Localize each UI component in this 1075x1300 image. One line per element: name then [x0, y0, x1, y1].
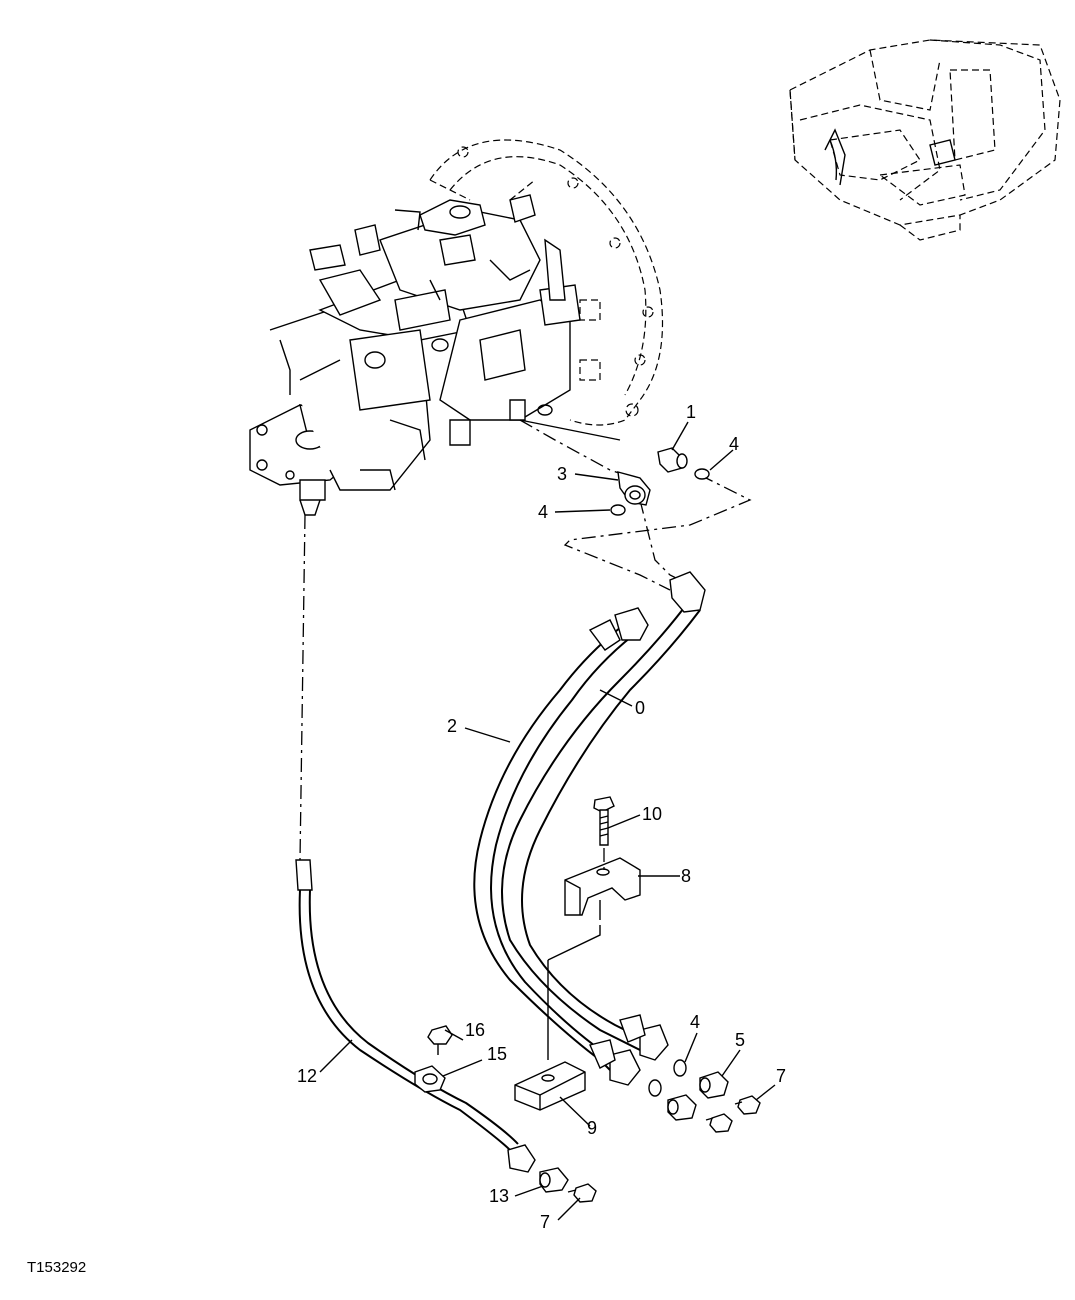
clip-screw: [427, 1025, 453, 1055]
callout-7: 7: [776, 1066, 786, 1086]
adapter-fitting: [657, 447, 688, 473]
hose-assembly: [473, 571, 706, 1086]
leader: [547, 925, 601, 961]
orifice-fitting: [539, 1167, 569, 1193]
o-ring: [648, 1079, 662, 1097]
callout-0: 0: [635, 698, 645, 718]
callout-15: 15: [487, 1044, 507, 1064]
clamp-bolt: [593, 796, 615, 870]
machine-locator-icon: [789, 39, 1061, 241]
callout-2: 2: [447, 716, 457, 736]
figure-id: T153292: [27, 1259, 86, 1276]
o-ring: [673, 1059, 687, 1077]
cap-screw: [734, 1095, 761, 1115]
callout-8: 8: [681, 866, 691, 886]
plug-fitting: [667, 1094, 697, 1121]
hose-clip: [414, 1065, 446, 1093]
cap-screw: [705, 1113, 733, 1133]
port-path-b: [563, 474, 752, 591]
o-ring: [610, 504, 626, 516]
callout-4: 4: [690, 1012, 700, 1032]
pilot-hose: [295, 859, 536, 1173]
port-path-a: [519, 419, 641, 481]
callout-3: 3: [557, 464, 567, 484]
pilot-line-path: [299, 514, 306, 861]
callout-7: 7: [540, 1212, 550, 1232]
callout-12: 12: [297, 1066, 317, 1086]
callout-13: 13: [489, 1186, 509, 1206]
callout-4: 4: [729, 434, 739, 454]
callout-1: 1: [686, 402, 696, 422]
o-ring: [694, 468, 710, 480]
callout-10: 10: [642, 804, 662, 824]
plug-fitting: [699, 1071, 729, 1099]
clamp-lower: [514, 1061, 586, 1111]
callout-4: 4: [538, 502, 548, 522]
port-path-c: [639, 499, 701, 591]
hydraulic-pump-assembly: [249, 194, 581, 516]
cap-screw: [567, 1183, 597, 1203]
leader-lines: [319, 421, 776, 1221]
clamp-upper: [564, 857, 641, 920]
callout-5: 5: [735, 1030, 745, 1050]
callout-9: 9: [587, 1118, 597, 1138]
callout-16: 16: [465, 1020, 485, 1040]
flywheel-housing: [429, 139, 664, 441]
elbow-fitting: [617, 471, 651, 506]
